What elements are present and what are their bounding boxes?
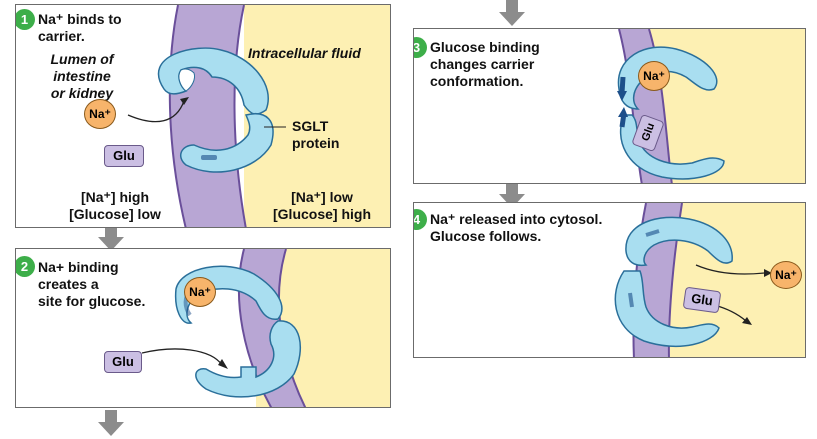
- outside-concentration: [Na⁺] high [Glucose] low: [69, 189, 161, 222]
- inside-concentration: [Na⁺] low [Glucose] high: [273, 189, 371, 222]
- sodium-ion: Na⁺: [638, 61, 670, 91]
- step-4-badge: 4: [414, 209, 427, 230]
- sodium-ion-label: Na⁺: [775, 268, 797, 282]
- step-3-caption: Glucose binding changes carrier conforma…: [430, 39, 540, 89]
- flow-arrow-bottom: [98, 410, 124, 436]
- panel-step-2: 2 Na+ binding creates a site for glucose…: [15, 248, 391, 408]
- panel-step-1: 1 Na⁺ binds to carrier. Lumen of intesti…: [15, 4, 391, 228]
- step-2-badge: 2: [16, 256, 35, 277]
- step-4-caption: Na⁺ released into cytosol. Glucose follo…: [430, 211, 603, 244]
- step-3-badge: 3: [414, 37, 427, 58]
- lumen-label: Lumen of intestine or kidney: [50, 51, 114, 101]
- sglt-protein-label: SGLT protein: [292, 118, 340, 151]
- glucose-molecule: Glu: [104, 145, 144, 167]
- sodium-ion: Na⁺: [184, 277, 216, 307]
- panel-step-4: 4 Na⁺ released into cytosol. Glucose fol…: [413, 202, 806, 358]
- sodium-ion: Na⁺: [84, 99, 116, 129]
- step-1-caption: Na⁺ binds to carrier.: [38, 11, 122, 44]
- glucose-label: Glu: [112, 354, 134, 369]
- intracellular-label: Intracellular fluid: [248, 45, 361, 61]
- panel-1-scene: [127, 5, 390, 227]
- panel-3-scene: [617, 29, 805, 183]
- sodium-ion-label: Na⁺: [643, 69, 665, 83]
- step-1-badge: 1: [16, 9, 35, 30]
- glucose-label: Glu: [690, 290, 714, 309]
- step-2-caption: Na+ binding creates a site for glucose.: [38, 259, 146, 309]
- sodium-ion-label: Na⁺: [189, 285, 211, 299]
- panel-step-3: 3 Glucose binding changes carrier confor…: [413, 28, 806, 184]
- sodium-ion-label: Na⁺: [89, 107, 111, 121]
- glucose-label: Glu: [113, 148, 135, 163]
- flow-arrow-top-right: [499, 0, 525, 26]
- flow-arrow-3-to-4: [499, 182, 525, 208]
- flow-arrow-1-to-2: [98, 225, 124, 251]
- glucose-molecule: Glu: [104, 351, 142, 373]
- sodium-ion: Na⁺: [770, 261, 802, 289]
- glucose-label: Glu: [639, 121, 658, 143]
